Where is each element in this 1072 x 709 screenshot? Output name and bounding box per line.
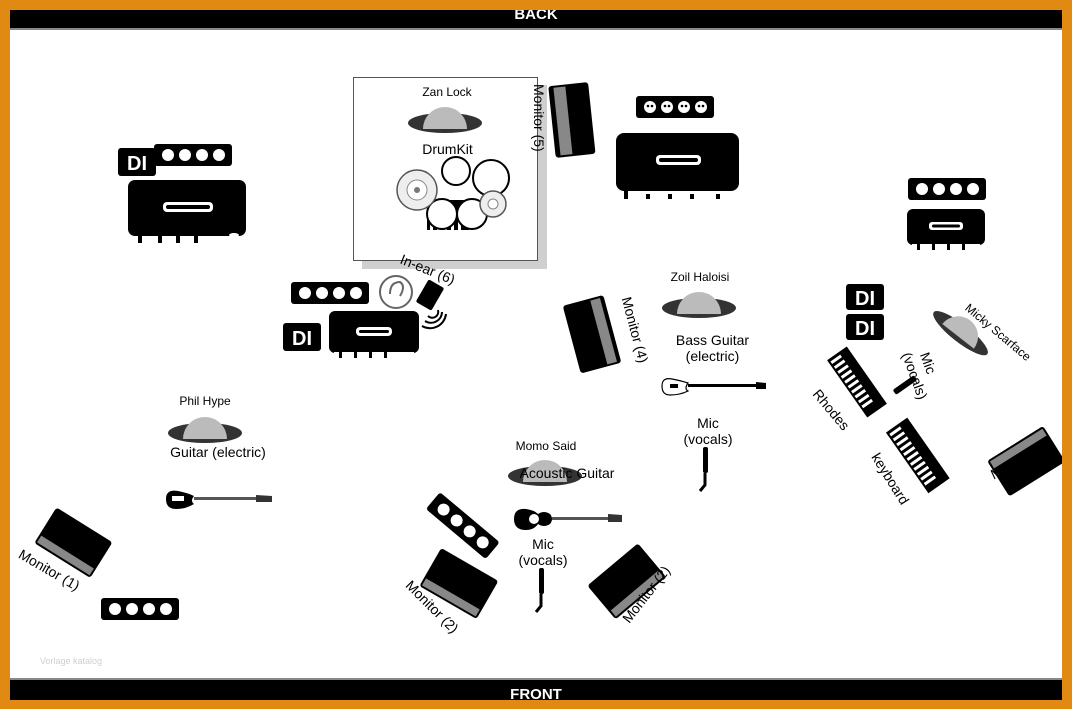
mic-stand-bass[interactable] (693, 445, 717, 495)
power-strip-mid-left[interactable] (291, 282, 369, 304)
musician-avatar-micky[interactable] (928, 300, 998, 360)
musician-name-phil: Phil Hype (179, 394, 231, 408)
instrument-label-phil: Guitar (electric) (170, 444, 266, 460)
di-box-right-2[interactable]: DI (846, 314, 886, 344)
electric-guitar-phil-icon[interactable] (164, 487, 274, 511)
musician-name-zan: Zan Lock (422, 85, 472, 99)
amplifier-mid-left[interactable] (329, 311, 419, 359)
monitor-5-label: Monitor (5) (531, 84, 547, 152)
mic-stand-right[interactable] (888, 370, 928, 410)
mic-label-bass-2: (vocals) (683, 431, 733, 447)
power-strip-right[interactable] (908, 178, 986, 200)
stage-plot: BACK FRONT Zan Lock DrumKit In-ear (6) (10, 10, 1062, 700)
monitor-4-wedge[interactable] (563, 295, 623, 373)
monitor-3-wedge[interactable] (988, 427, 1062, 502)
musician-avatar-momo[interactable] (508, 452, 583, 490)
power-strip-diagonal[interactable] (424, 490, 500, 560)
amplifier-top-center[interactable] (616, 133, 739, 200)
monitor-2b-wedge[interactable] (586, 542, 666, 622)
monitor-2a-wedge[interactable] (418, 545, 498, 621)
stage-back-bar: BACK (10, 10, 1062, 30)
mic-label-center-1: Mic (532, 536, 554, 552)
monitor-5-wedge[interactable] (548, 82, 596, 160)
stage-front-bar: FRONT (10, 678, 1062, 700)
bass-guitar-icon[interactable] (660, 375, 768, 397)
instrument-label-drumkit: DrumKit (422, 141, 473, 157)
power-strip-left-top[interactable] (154, 144, 232, 166)
di-box-left-top[interactable]: DI (118, 148, 160, 178)
monitor-1-wedge[interactable] (32, 507, 112, 579)
rhodes-keyboard-icon[interactable] (822, 345, 892, 420)
mic-label-center-2: (vocals) (518, 552, 568, 568)
mic-stand-center[interactable] (529, 566, 553, 616)
instrument-label-bass-1: Bass Guitar (675, 332, 750, 348)
musician-name-zoil: Zoil Haloisi (670, 270, 730, 284)
svg-text:DI: DI (855, 288, 875, 310)
musician-name-momo: Momo Said (515, 439, 577, 453)
instrument-label-momo: Acoustic Guitar (519, 465, 615, 481)
power-strip-top-center[interactable] (636, 96, 714, 118)
keyboard-icon[interactable] (880, 415, 955, 497)
svg-text:DI: DI (292, 328, 312, 350)
musician-avatar-zan[interactable] (408, 99, 483, 139)
amplifier-left-top[interactable] (128, 180, 246, 244)
amplifier-right[interactable] (907, 209, 985, 251)
acoustic-guitar-icon[interactable] (512, 506, 624, 532)
musician-avatar-zoil[interactable] (662, 284, 737, 322)
svg-text:DI: DI (855, 318, 875, 340)
instrument-label-bass-2: (electric) (685, 348, 740, 364)
mic-label-bass-1: Mic (697, 415, 719, 431)
drumkit-icon[interactable] (395, 152, 510, 240)
inear-monitor-icon[interactable] (376, 268, 451, 330)
di-box-mid-left[interactable]: DI (283, 323, 323, 353)
monitor-4-label: Monitor (4) (618, 295, 652, 365)
watermark: Vorlage katalog (40, 656, 103, 666)
musician-avatar-phil[interactable] (168, 409, 243, 447)
power-strip-front-left[interactable] (101, 598, 179, 620)
svg-text:DI: DI (127, 153, 147, 175)
di-box-right-1[interactable]: DI (846, 284, 886, 314)
